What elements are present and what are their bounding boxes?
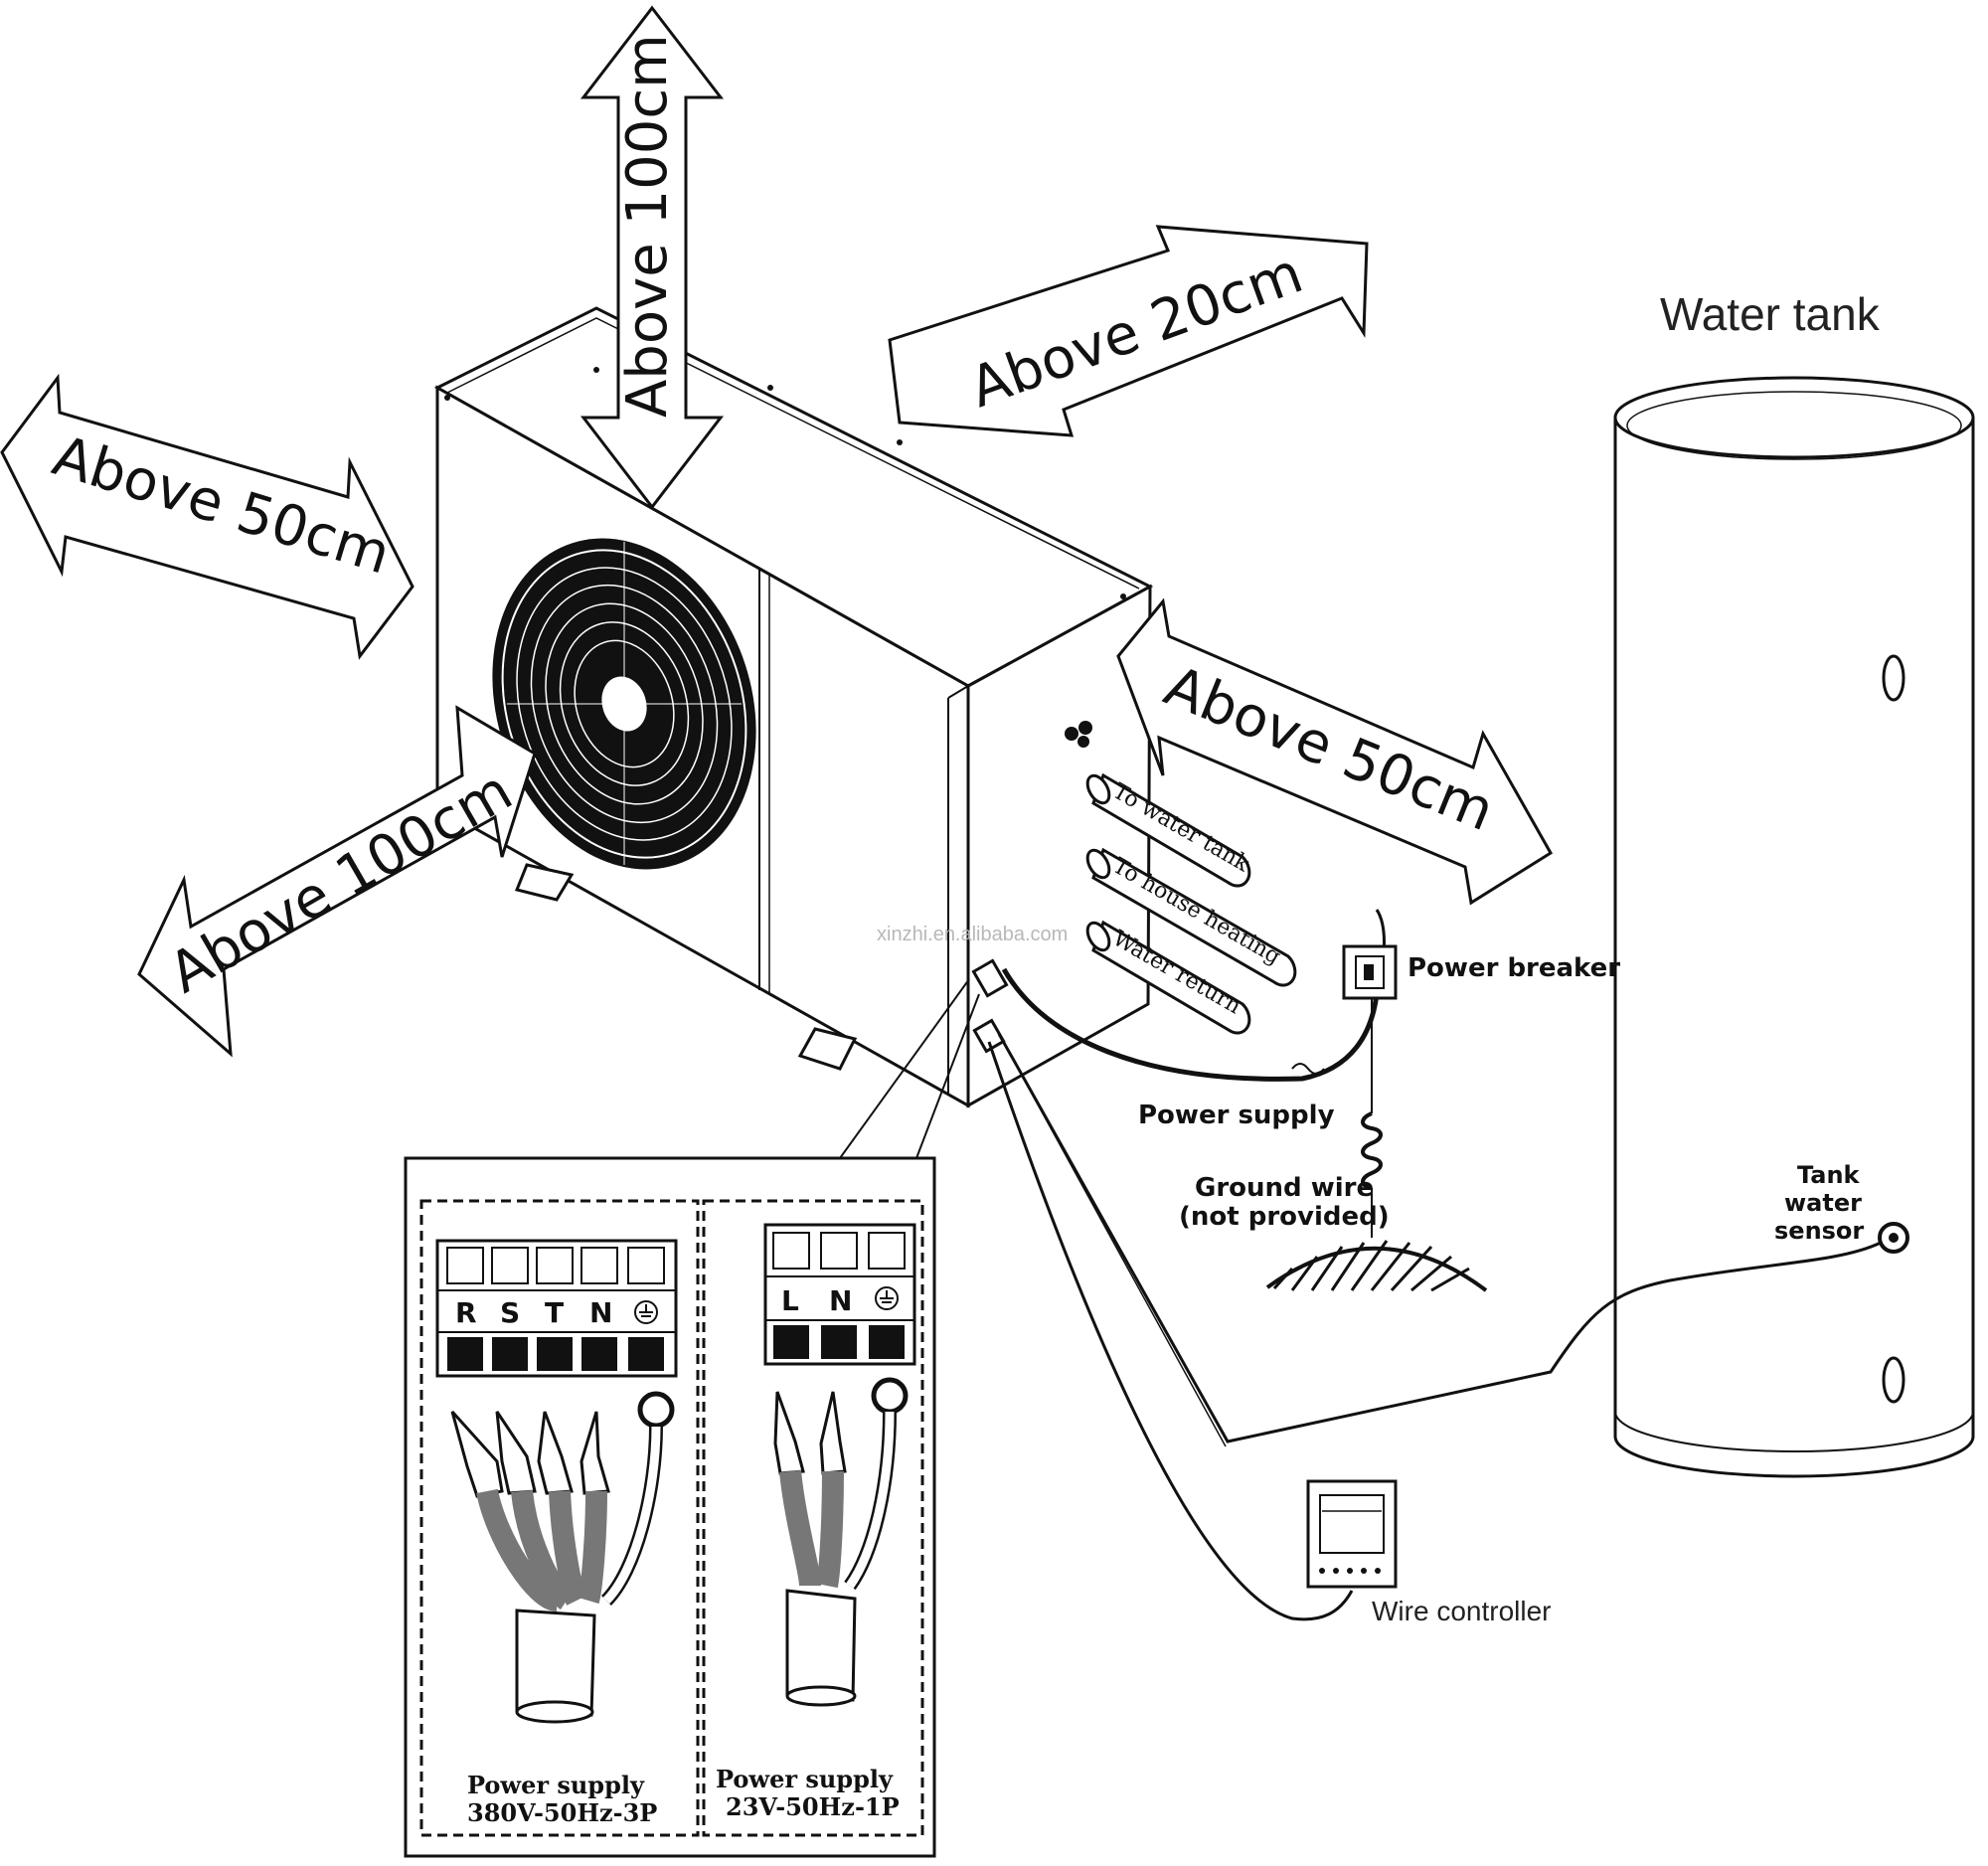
wire-controller-icon (1306, 1479, 1398, 1589)
tank-port-icon (1882, 1356, 1905, 1404)
controller-connector-icon (972, 1018, 1006, 1054)
tank-port-icon (1882, 654, 1905, 702)
ground-symbol-icon (634, 1300, 658, 1324)
valve-icon (1065, 721, 1092, 748)
cable-single-phase (773, 1377, 909, 1707)
wire-controller-label: Wire controller (1372, 1596, 1551, 1626)
tank-sensor-label-3: sensor (1774, 1217, 1864, 1245)
caption-single-phase-2: 23V-50Hz-1P (726, 1792, 900, 1821)
ground-wire-label: Ground wire (1195, 1173, 1374, 1203)
clearance-label-front: Above 100cm (159, 759, 524, 1006)
ground-coil-icon (1361, 1111, 1383, 1190)
clearance-label-top: Above 100cm (615, 34, 680, 418)
terminal-block-three-phase: R S T N (435, 1239, 678, 1378)
fan-grill (492, 538, 756, 870)
power-breaker-label: Power breaker (1408, 953, 1620, 983)
terminal-l: L (781, 1284, 799, 1317)
terminal-n-single: N (829, 1284, 852, 1317)
cable-three-phase (450, 1391, 675, 1724)
terminal-t: T (545, 1296, 564, 1329)
clearance-arrow-left: Above 50cm (0, 373, 414, 660)
power-supply-label: Power supply (1138, 1101, 1335, 1130)
clearance-arrow-front: Above 100cm (137, 705, 537, 1058)
ground-earth-icon (1265, 1240, 1488, 1292)
heat-pump-unit: To water tank To house heating Water ret… (433, 306, 1297, 1108)
tank-sensor-label-1: Tank (1797, 1161, 1861, 1189)
caption-three-phase-1: Power supply (467, 1771, 645, 1799)
ground-symbol-icon (875, 1286, 899, 1310)
clearance-arrow-back: Above 20cm (888, 225, 1369, 437)
terminal-s: S (500, 1296, 520, 1329)
terminal-block-single-phase: L N (763, 1223, 916, 1366)
water-tank (1613, 376, 1975, 1478)
power-connector-icon (971, 958, 1009, 998)
ground-wire-note: (not provided) (1179, 1202, 1390, 1232)
controller-cable (987, 1041, 1354, 1621)
sensor-cable (997, 1033, 1882, 1443)
tank-sensor-label-2: water (1784, 1189, 1862, 1217)
watermark: xinzhi.en.alibaba.com (877, 924, 1068, 945)
caption-three-phase-2: 380V-50Hz-3P (467, 1798, 657, 1827)
power-breaker-icon (1342, 944, 1398, 1000)
terminal-n: N (589, 1296, 612, 1329)
terminal-r: R (455, 1296, 477, 1329)
power-supply-cable (1001, 967, 1380, 1082)
water-tank-label: Water tank (1660, 288, 1881, 340)
clearance-arrow-top: Above 100cm (580, 5, 725, 510)
caption-single-phase-1: Power supply (716, 1765, 894, 1793)
